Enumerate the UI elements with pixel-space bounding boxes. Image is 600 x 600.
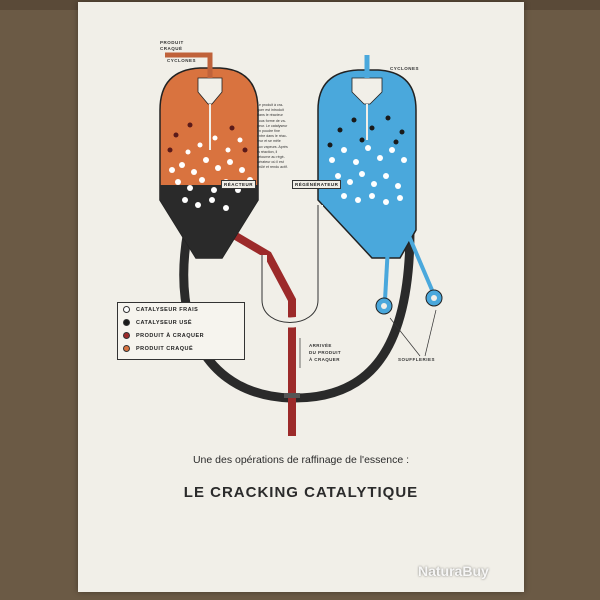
legend-label: CATALYSEUR USÉ	[136, 319, 193, 326]
feed-inlet-label: ARRIVÉE DU PRODUIT À CRAQUER	[309, 343, 341, 362]
watermark-logo: NaturaBuy	[418, 563, 489, 579]
feed-pipe-flange	[284, 393, 300, 398]
legend-label: CATALYSEUR FRAIS	[136, 306, 199, 313]
product-outlet-label: PRODUIT CRAQUÉ	[160, 40, 184, 51]
legend-item: CATALYSEUR USÉ	[118, 316, 244, 329]
regenerator-label: RÉGÉNÉRATEUR	[292, 180, 342, 189]
blowers-label: SOUFFLERIES	[398, 357, 436, 362]
fresh-catalyst-icon	[123, 306, 130, 313]
regenerator-dark-particles	[327, 115, 405, 148]
poster-sheet	[78, 2, 524, 592]
regenerator-white-particles	[329, 145, 407, 205]
explanation-text: Le produit à cra- quer est introduit dan…	[257, 103, 288, 170]
legend-item: PRODUIT CRAQUÉ	[118, 342, 244, 355]
reactor-label: RÉACTEUR	[221, 180, 257, 189]
reactor-particles	[169, 135, 253, 211]
blower-line-1	[383, 209, 392, 301]
legend-label: PRODUIT CRAQUÉ	[136, 345, 194, 352]
reactor-dark-particles	[167, 122, 248, 153]
blower-line-2	[398, 214, 434, 291]
reactor-cyclone	[197, 77, 223, 105]
product-outlet-pipe	[165, 52, 213, 78]
legend-item: CATALYSEUR FRAIS	[118, 303, 244, 316]
regenerator-cyclone	[351, 77, 383, 105]
page-title: LE CRACKING CATALYTIQUE	[183, 484, 419, 501]
legend-item: PRODUIT À CRAQUER	[118, 329, 244, 342]
cyclones-right-label: CYCLONES	[390, 66, 420, 71]
legend-label: PRODUIT À CRAQUER	[136, 332, 205, 339]
subtitle: Une des opérations de raffinage de l'ess…	[192, 454, 410, 466]
legend: CATALYSEUR FRAIS CATALYSEUR USÉ PRODUIT …	[117, 302, 245, 360]
cyclones-left-label: CYCLONES	[167, 58, 197, 63]
used-catalyst-icon	[123, 319, 130, 326]
cracked-product-icon	[123, 345, 130, 352]
reactor-bottom	[160, 185, 258, 258]
feed-product-icon	[123, 332, 130, 339]
